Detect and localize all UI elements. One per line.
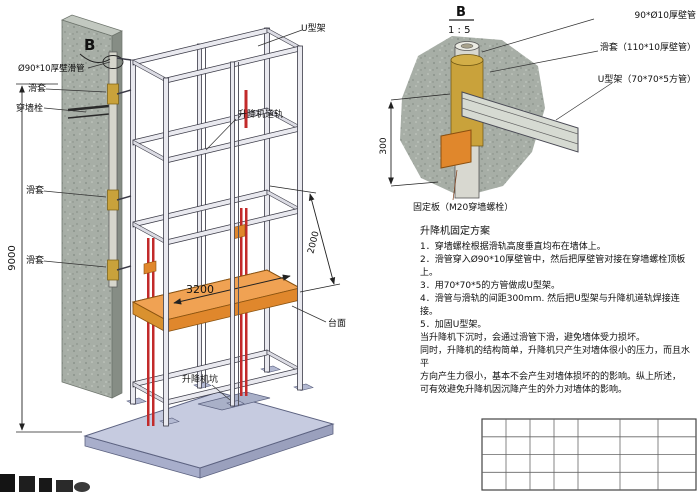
- label-detail-u-frame: U型架（70*70*5方管）: [598, 73, 696, 85]
- label-sleeve-low: 滑套: [26, 254, 44, 266]
- through-wall-bolt: [67, 113, 110, 119]
- platform: 3200: [131, 269, 302, 333]
- detail-b-arc: [79, 53, 111, 64]
- main-labels: U型架 B Ø90*10厚壁滑管 滑套 穿墙栓 升降机道轨 滑套 滑套 台面 升…: [16, 23, 346, 401]
- title-block: [481, 418, 697, 491]
- detail-scale: 1 : 5: [448, 25, 470, 36]
- dimension-9000: 9000: [7, 245, 18, 270]
- sleeve: [107, 259, 119, 281]
- label-thick-tube: 90*Ø10厚壁管: [635, 9, 697, 21]
- label-detail-sleeve: 滑套（110*10厚壁管）: [600, 41, 696, 53]
- note-line: 同时，升降机的结构简单，升降机只产生对墙体很小的压力，而且水平: [420, 346, 691, 369]
- column-front-right: [297, 45, 303, 391]
- notes-block: 升降机固定方案 1．穿墙螺栓根据滑轨高度垂直均布在墙体上。 2．滑管穿入Ø90*…: [420, 222, 696, 397]
- tower-frame: 3200: [116, 27, 303, 427]
- note-line: 5．加固U型架。: [420, 320, 487, 330]
- note-line: 3．用70*70*5的方管做成U型架。: [420, 281, 560, 291]
- label-sleeve-mid: 滑套: [26, 184, 44, 196]
- dimension-300: 300: [379, 137, 389, 154]
- note-line: 1．穿墙螺栓根据滑轨高度垂直均布在墙体上。: [420, 242, 606, 252]
- detail-labels: 90*Ø10厚壁管 滑套（110*10厚壁管） U型架（70*70*5方管） 固…: [413, 9, 696, 213]
- dimension-2000-line: [308, 193, 336, 285]
- dimension-3200: 3200: [186, 283, 214, 296]
- label-u-frame: U型架: [301, 23, 326, 34]
- note-line: 可有效避免升降机因沉降产生的外力对墙体的影响。: [420, 385, 628, 395]
- label-wall-bolt: 穿墙栓: [16, 102, 43, 114]
- slide-tube: [108, 51, 118, 288]
- label-lift-pit: 升降机坑: [182, 373, 218, 385]
- detail-dimension-300: 300: [379, 93, 451, 187]
- column-mid-front: [230, 61, 235, 407]
- note-line: 4．滑管与滑轨的间距300mm. 然后把U型架与升降机道轨焊接连接。: [420, 294, 680, 317]
- rail-bracket: [143, 260, 157, 275]
- label-slide-tube: Ø90*10厚壁滑管: [18, 63, 85, 74]
- column-front-left: [163, 77, 169, 427]
- note-line: 方向产生力很小，基本不会产生对墙体损坏的的影响。纵上所述，: [420, 372, 682, 382]
- sleeve: [107, 189, 119, 211]
- column-mid-back: [197, 43, 202, 389]
- anchor-bracket: [440, 129, 472, 169]
- u-frame-channel: [461, 91, 579, 153]
- notes-title: 升降机固定方案: [420, 226, 490, 237]
- label-guide-rail: 升降机道轨: [238, 108, 283, 120]
- label-platform-surface: 台面: [328, 317, 346, 329]
- column-back-left: [130, 59, 136, 405]
- detail-view: B 1 : 5 300: [379, 5, 696, 213]
- note-line: 当升降机下沉时，会通过滑管下滑，避免墙体受力损坏。: [420, 333, 646, 343]
- sleeve: [107, 83, 119, 105]
- through-wall-bolt: [67, 104, 110, 112]
- label-anchor-bolt: 固定板（M20穿墙螺栓）: [413, 201, 513, 213]
- note-line: 2．滑管穿入Ø90*10厚壁管中，然后把厚壁管对接在穿墙螺栓顶板上。: [420, 255, 686, 278]
- wall-slide-tube: [67, 51, 124, 288]
- detail-marker-b: B: [84, 36, 95, 54]
- label-sleeve-top: 滑套: [28, 82, 46, 94]
- corner-artifact: [0, 474, 90, 492]
- detail-title: B: [456, 5, 466, 20]
- dimension-2000: 2000: [306, 230, 321, 255]
- column-back-right: [264, 27, 270, 373]
- main-dimensions: 9000 2000: [7, 83, 341, 433]
